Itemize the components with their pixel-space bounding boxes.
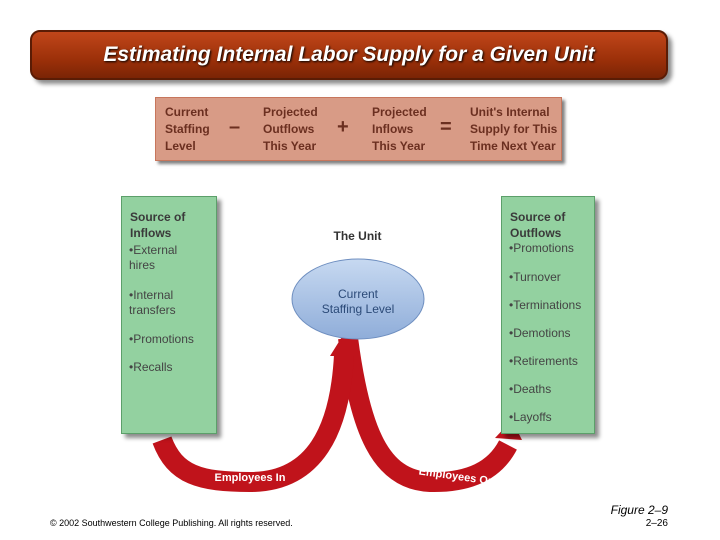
current-staffing-circle: [291, 258, 425, 340]
outflow-item-layoffs: •Layoffs: [509, 410, 552, 424]
unit-label: The Unit: [333, 229, 382, 243]
slide-title: Estimating Internal Labor Supply for a G…: [103, 43, 595, 66]
equation-term-projected-inflows: Projected Inflows This Year: [372, 105, 427, 153]
inflow-item-internal-transfers: •Internal transfers: [129, 288, 176, 317]
employees-in-arrow: [152, 354, 354, 493]
employees-in-arrowhead: [330, 332, 358, 356]
outflow-item-retirements: •Retirements: [509, 354, 578, 368]
outflow-item-deaths: •Deaths: [509, 382, 552, 396]
inflows-panel: Source of Inflows •External hires •Inter…: [121, 196, 217, 434]
staffing-equation: Current Staffing Level – Projected Outfl…: [155, 97, 562, 161]
outflow-item-demotions: •Demotions: [509, 326, 571, 340]
figure-label: Figure 2–9: [610, 503, 668, 517]
equals-operator: =: [440, 116, 452, 138]
outflow-item-terminations: •Terminations: [509, 298, 582, 312]
outflows-title: Source of Outflows: [510, 210, 566, 240]
outflow-item-turnover: •Turnover: [509, 270, 561, 284]
copyright-notice: © 2002 Southwestern College Publishing. …: [50, 518, 293, 528]
title-bar: [30, 30, 668, 80]
outflow-item-promotions: •Promotions: [509, 241, 574, 255]
employees-in-label: Employees In: [215, 472, 286, 484]
outflows-panel: Source of Outflows •Promotions •Turnover…: [501, 196, 595, 434]
equation-term-internal-supply: Unit's Internal Supply for This Time Nex…: [470, 105, 558, 153]
current-staffing-level-label: Current Staffing Level: [321, 287, 395, 316]
equation-term-current-staffing: Current Staffing Level: [165, 105, 210, 153]
minus-operator: –: [229, 116, 241, 138]
page-number: 2–26: [645, 518, 668, 529]
inflow-item-external-hires: •External hires: [129, 243, 178, 272]
employees-out-arrow: [338, 336, 517, 493]
inflows-title: Source of Inflows: [130, 210, 186, 240]
plus-operator: +: [337, 116, 349, 138]
inflow-item-recalls: •Recalls: [129, 360, 173, 374]
equation-term-projected-outflows: Projected Outflows This Year: [263, 105, 318, 153]
inflow-item-promotions: •Promotions: [129, 332, 194, 346]
